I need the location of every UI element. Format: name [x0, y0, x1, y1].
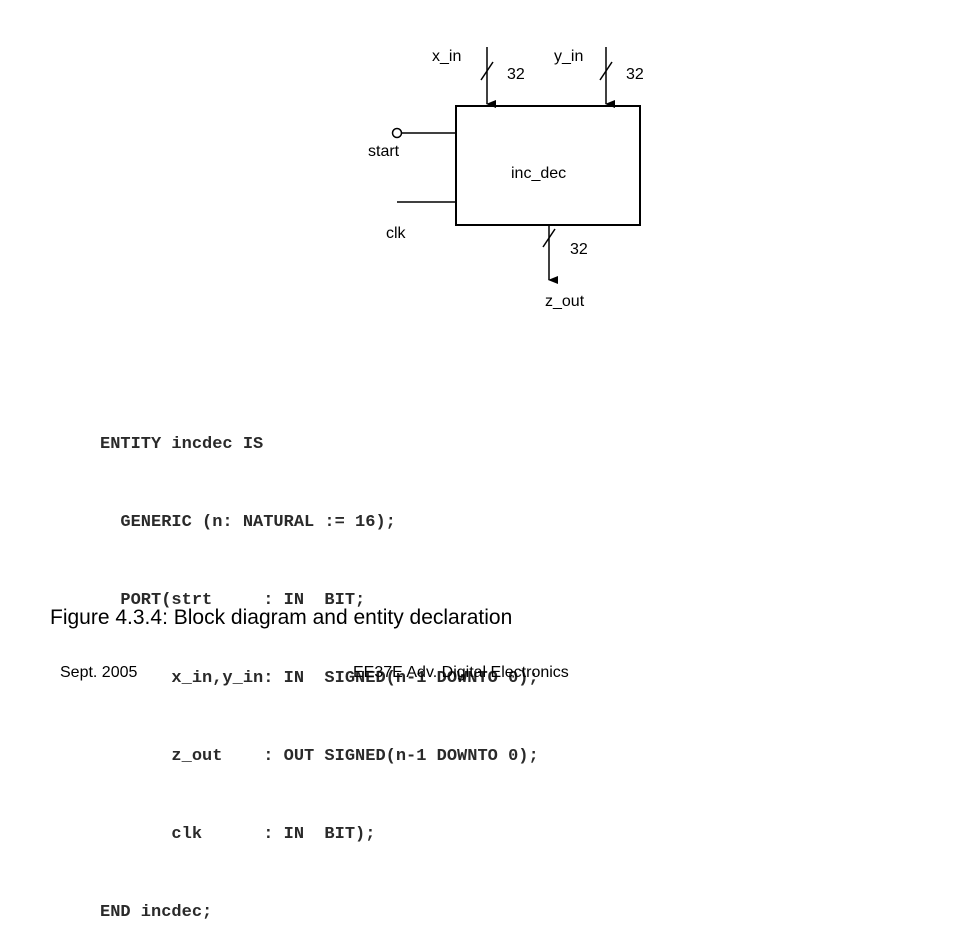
code-line: clk : IN BIT);: [100, 825, 376, 844]
code-line: ENTITY incdec IS: [100, 435, 264, 454]
x-in-label: x_in: [432, 48, 461, 65]
x-in-width: 32: [507, 66, 525, 83]
footer-date: Sept. 2005: [60, 664, 138, 681]
y-in-bus-slash: [599, 61, 613, 81]
y-in-width: 32: [626, 66, 644, 83]
code-line: END incdec;: [100, 903, 213, 922]
block-diagram: inc_dec x_in 32 y_in 32 start clk 32 z_o…: [368, 47, 644, 310]
z-out-label: z_out: [545, 293, 585, 310]
x-in-bus-slash: [480, 61, 494, 81]
code-line: PORT(strt : IN BIT;: [100, 591, 366, 610]
code-line: x_in,y_in: IN SIGNED(n-1 DOWNTO 0);: [100, 669, 539, 688]
clk-label: clk: [386, 225, 407, 242]
code-line: GENERIC (n: NATURAL := 16);: [100, 513, 396, 532]
code-line: z_out : OUT SIGNED(n-1 DOWNTO 0);: [100, 747, 539, 766]
inc-dec-block: [455, 105, 641, 226]
footer-course: EE37E Adv. Digital Electronics: [353, 664, 569, 681]
block-label: inc_dec: [511, 165, 566, 182]
start-inversion-bubble: [391, 127, 403, 139]
z-out-bus-slash: [542, 228, 556, 248]
y-in-label: y_in: [554, 48, 583, 65]
start-label: start: [368, 143, 400, 160]
figure-caption: Figure 4.3.4: Block diagram and entity d…: [50, 606, 513, 629]
z-out-width: 32: [570, 241, 588, 258]
